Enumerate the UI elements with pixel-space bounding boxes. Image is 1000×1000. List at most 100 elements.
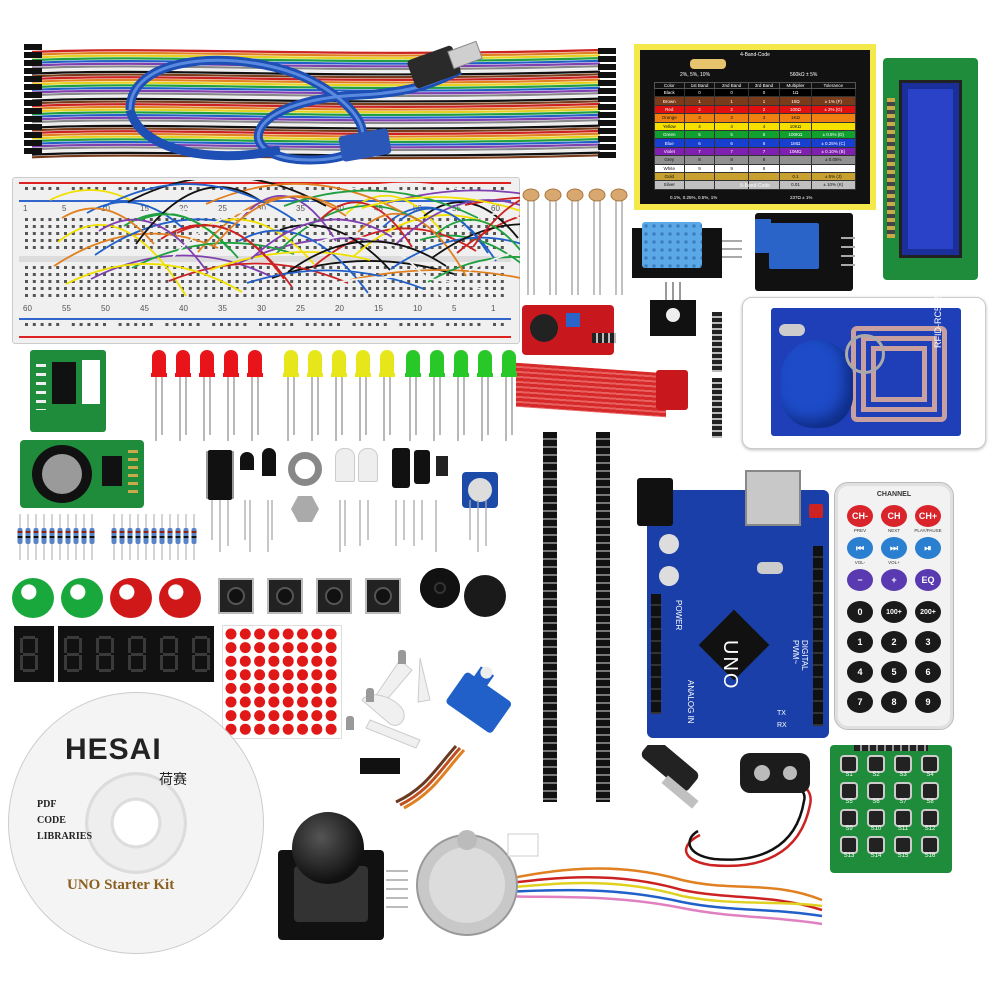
chart-cell: 1KΩ [779,113,812,123]
breadboard-number: 40 [335,204,344,213]
keypad-key-label: S13 [843,853,855,859]
keypad-key[interactable]: S2 [865,757,887,779]
remote-button-number[interactable]: 0 [847,601,873,623]
remote-button-ch[interactable]: CH [881,505,907,527]
remote-button-digit[interactable]: 3 [915,631,941,653]
usb-b-connector [745,470,801,526]
keypad-key[interactable]: S11 [892,811,914,833]
chart-cell: 8 [714,155,749,165]
remote-header: CHANNEL [876,491,912,498]
tactile-switch-knob [278,589,292,603]
remote-sublabel: VOL- [854,560,866,565]
keypad-key[interactable]: S6 [865,784,887,806]
remote-button-number[interactable]: 200+ [915,601,941,623]
chart-cell: Grey [654,155,685,165]
keypad-key[interactable]: S1 [838,757,860,779]
remote-button-digit[interactable]: 8 [881,691,907,713]
keypad-key-label: S8 [926,799,934,805]
remote-button-digit[interactable]: 5 [881,661,907,683]
breadboard-number: 45 [140,304,149,313]
resistor-groups [14,512,204,562]
tactile-switch[interactable] [365,578,401,614]
keypad-key-button [869,757,883,771]
remote-button-digit[interactable]: 2 [881,631,907,653]
chart-cell: 8 [747,155,781,165]
ir-module-pins [665,282,685,302]
pin-header-short-1 [712,312,722,372]
breadboard-number: 10 [101,204,110,213]
remote-button-digit[interactable]: 4 [847,661,873,683]
uln2003-chip [52,362,76,404]
remote-button-volume[interactable]: − [847,569,873,591]
remote-button-number[interactable]: 100+ [881,601,907,623]
breadboard-number: 20 [179,204,188,213]
keypad-key-button [842,811,856,825]
chart-cell: ± 2% (G) [810,104,857,115]
dht11-sensor-module [632,222,742,280]
keypad-key[interactable]: S14 [865,838,887,860]
chart-cell: 2 [683,104,716,115]
chart-cell: 2 [747,104,781,115]
reset-button[interactable] [809,504,823,518]
chart-footer: 5-Band-Code [740,183,770,189]
software-cd: HESAI 荷赛 PDF CODE LIBRARIES UNO Starter … [8,692,264,954]
keypad-key-label: S14 [870,853,882,859]
chart-cell: 5 [683,129,716,140]
remote-button-ch[interactable]: CH+ [915,505,941,527]
remote-button-digit[interactable]: 6 [915,661,941,683]
tactile-switch[interactable] [218,578,254,614]
keypad-key[interactable]: S15 [892,838,914,860]
keypad-key-button [923,784,937,798]
keypad-key[interactable]: S4 [919,757,941,779]
chart-cell: 4 [683,121,716,131]
uno-label: UNO [719,640,741,691]
chart-cell: ± 5% (J) [810,171,857,182]
dc-power-jack [637,478,673,526]
chart-cell: ± 0.10% (B) [810,146,857,157]
tactile-switch-knob [327,589,341,603]
cd-title: UNO Starter Kit [67,877,175,893]
keypad-key[interactable]: S16 [919,838,941,860]
chart-cell: 9 [714,163,749,173]
potentiometer-trimmer [566,313,580,327]
chart-cell: Yellow [654,121,685,131]
rfid-antenna [851,326,947,422]
keypad-key[interactable]: S13 [838,838,860,860]
button-cap [159,578,201,618]
pin-header-long-2 [596,432,610,802]
remote-button-ch[interactable]: CH- [847,505,873,527]
tactile-switch-knob [229,589,243,603]
keypad-key[interactable]: S12 [919,811,941,833]
remote-button-transport[interactable]: ⏮ [847,537,873,559]
remote-button-digit[interactable]: 1 [847,631,873,653]
tactile-switch[interactable] [267,578,303,614]
breadboard-number: 30 [257,304,266,313]
remote-button-transport[interactable]: ⏭ [881,537,907,559]
breadboard-number: 40 [179,304,188,313]
remote-button-volume[interactable]: + [881,569,907,591]
relay-module [755,213,855,291]
button-cap [12,578,54,618]
ir-receiver-module [650,282,700,352]
remote-button-digit[interactable]: 9 [915,691,941,713]
keypad-key-label: S12 [924,826,936,832]
remote-button-volume[interactable]: EQ [915,569,941,591]
remote-button-digit[interactable]: 7 [847,691,873,713]
chart-cell: 5 [747,129,781,140]
keypad-key[interactable]: S7 [892,784,914,806]
joystick-knob-icon[interactable] [292,812,364,884]
keypad-key[interactable]: S9 [838,811,860,833]
keypad-key[interactable]: S10 [865,811,887,833]
keypad-key[interactable]: S5 [838,784,860,806]
remote-button-transport[interactable]: ⏯ [915,537,941,559]
tactile-switch[interactable] [316,578,352,614]
keypad-key-label: S4 [926,772,934,778]
keypad-key[interactable]: S8 [919,784,941,806]
keypad-key[interactable]: S3 [892,757,914,779]
